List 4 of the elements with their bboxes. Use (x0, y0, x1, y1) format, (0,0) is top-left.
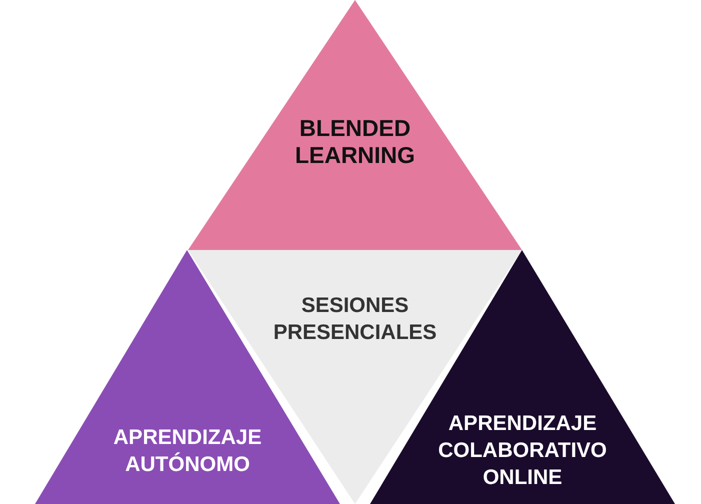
triangle-label: APRENDIZAJE AUTÓNOMO (112, 425, 263, 478)
triangle-label: APRENDIZAJE COLABORATIVO ONLINE (437, 411, 608, 491)
triangle-label: SESIONES PRESENCIALES (272, 293, 438, 346)
triangle-label: BLENDED LEARNING (294, 115, 416, 169)
